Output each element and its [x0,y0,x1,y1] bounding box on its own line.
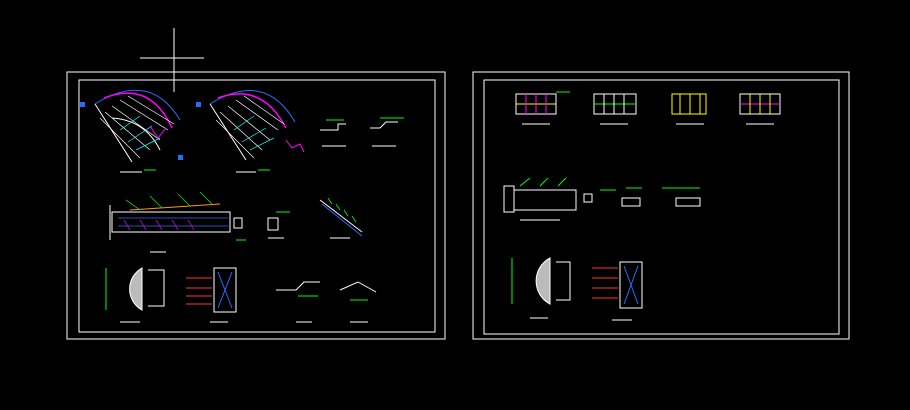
stair-section-elevation [109,191,231,253]
curved-stair-plan-2 [196,90,305,173]
plate-rebar-detail [186,267,237,323]
detail-small-1 [320,119,346,147]
semicircle-column-detail [105,267,165,323]
elevation-3 [671,93,707,125]
connection-detail-2 [339,281,377,323]
connection-detail-1 [276,281,320,323]
semicircle-column-detail-right [511,257,571,319]
elevation-2 [593,93,637,125]
node-detail-a [233,217,246,241]
detail-small-2 [370,117,404,147]
node-detail-b [267,211,290,239]
plate-rebar-detail-right [592,261,643,321]
drawing-sheet-right[interactable] [472,71,850,340]
small-detail-r1 [583,189,616,203]
drawing-sheet-left[interactable] [66,71,446,340]
section-detail-row [503,177,577,221]
diagonal-stair-detail [319,197,363,239]
small-detail-r3 [662,187,701,207]
small-detail-r2 [621,187,642,207]
elevation-4 [739,93,781,125]
elevation-1 [515,91,570,125]
crosshair-cursor [140,28,204,92]
curved-stair-plan-1 [80,89,183,173]
